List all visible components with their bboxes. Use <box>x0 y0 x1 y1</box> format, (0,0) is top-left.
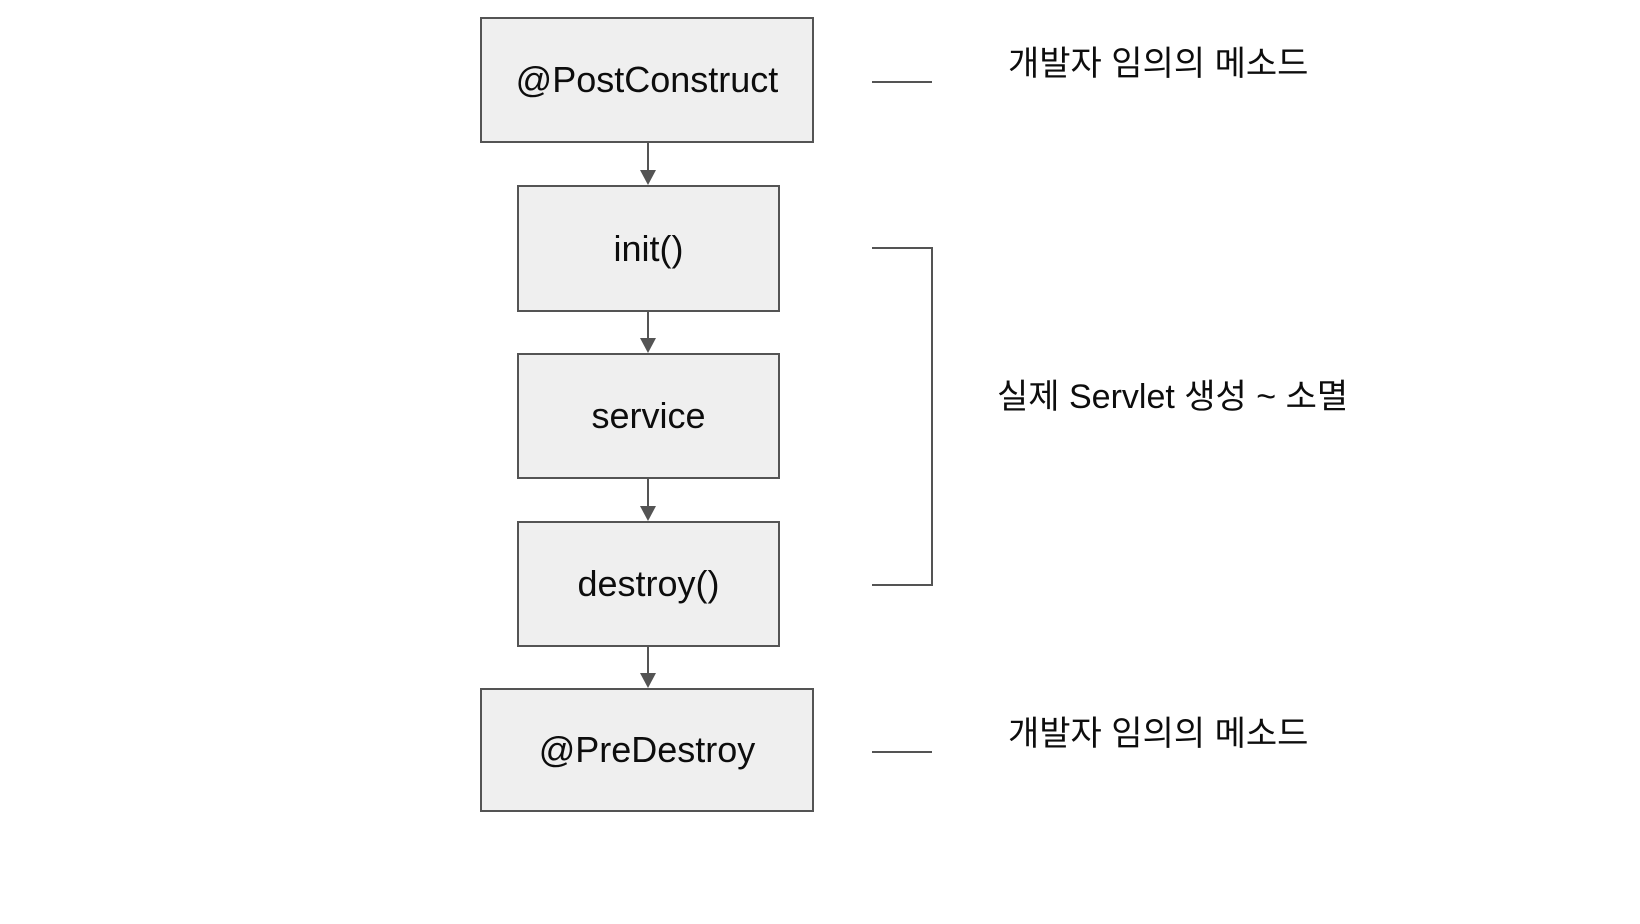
annotation-developer-method-bottom: 개발자 임의의 메소드 <box>1008 715 1309 753</box>
node-predestroy-label: @PreDestroy <box>538 729 756 770</box>
node-postconstruct-label: @PostConstruct <box>515 59 779 100</box>
arrow-postconstruct-to-init <box>640 143 656 185</box>
node-postconstruct: @PostConstruct <box>480 17 814 143</box>
node-service-label: service <box>591 395 706 436</box>
lifecycle-bracket <box>872 247 933 586</box>
annotation-developer-method-top: 개발자 임의의 메소드 <box>1008 45 1309 83</box>
annotation-servlet-lifecycle: 실제 Servlet 생성 ~ 소멸 <box>997 378 1349 416</box>
node-destroy: destroy() <box>517 521 780 647</box>
node-destroy-label: destroy() <box>577 563 720 604</box>
arrow-destroy-to-predestroy <box>640 647 656 688</box>
arrow-init-to-service <box>640 312 656 353</box>
node-predestroy: @PreDestroy <box>480 688 814 812</box>
arrow-service-to-destroy <box>640 479 656 521</box>
node-init: init() <box>517 185 780 312</box>
node-service: service <box>517 353 780 479</box>
node-init-label: init() <box>613 227 684 269</box>
